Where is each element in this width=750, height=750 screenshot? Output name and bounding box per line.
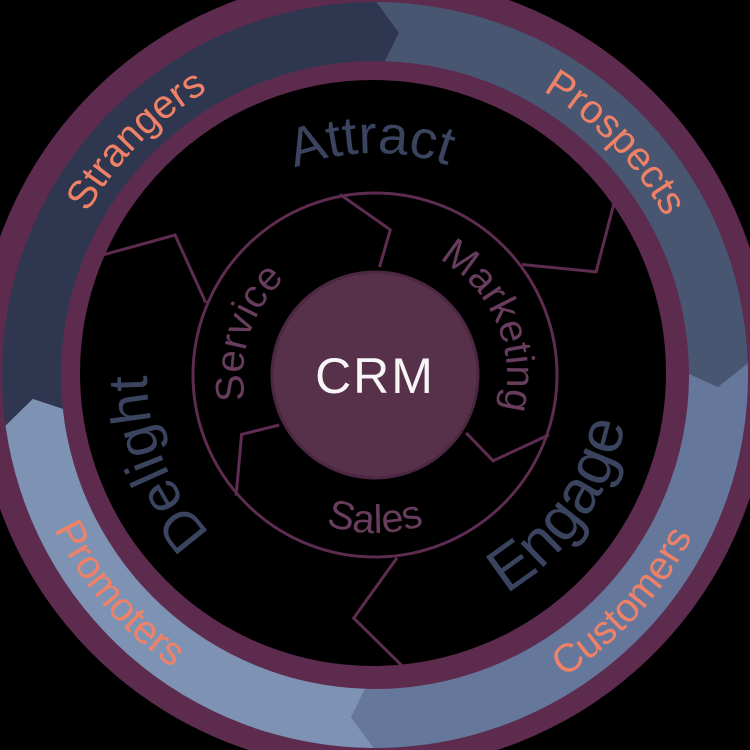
zone-divider-1 [96, 233, 208, 304]
inner-divider-0 [339, 193, 393, 268]
band-strangers [2, 1, 399, 426]
label-sales: Sales [324, 492, 427, 543]
zone-divider-2 [351, 556, 413, 676]
crm-center-circle [270, 270, 480, 480]
inner-divider-1 [465, 431, 550, 463]
zone-divider-0 [521, 193, 618, 274]
crm-center-label: CRM [315, 348, 435, 404]
band-customers [351, 363, 748, 749]
inner-divider-2 [234, 423, 280, 496]
inner-ring-circle [191, 191, 559, 559]
label-attract: Attract [281, 105, 462, 179]
band-promoters [5, 398, 374, 748]
band-prospects [376, 2, 748, 387]
